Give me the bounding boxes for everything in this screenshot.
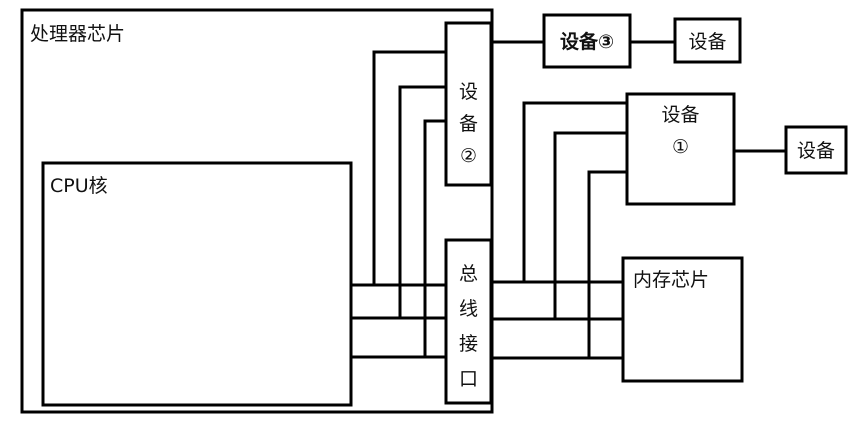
cpu-core-label: CPU核 <box>50 175 108 197</box>
device2-label-3: ② <box>460 145 477 167</box>
device1-bus-links <box>522 101 627 358</box>
device2-bus-links <box>372 50 446 357</box>
bus-interface-label-1: 总 <box>459 263 478 285</box>
device-leaf-b-label: 设备 <box>797 140 835 162</box>
device2-box <box>444 21 493 187</box>
memory-chip-label: 内存芯片 <box>633 269 709 291</box>
processor-chip-label: 处理器芯片 <box>30 23 125 45</box>
device-leaf-b-box <box>784 125 848 175</box>
cpu-core-box <box>41 161 353 407</box>
device3-label: 设备③ <box>560 30 614 53</box>
bus-interface-label-2: 线 <box>459 298 478 320</box>
device2-label-2: 备 <box>459 113 478 135</box>
device2-label-1: 设 <box>459 81 478 103</box>
device1-label-1: 设备 <box>661 104 699 126</box>
device3-box <box>542 13 632 69</box>
device1-label-2: ① <box>672 136 689 158</box>
device-leaf-a-label: 设备 <box>688 31 726 53</box>
device-leaf-a-box <box>673 17 742 64</box>
bus-interface-label-4: 口 <box>459 368 478 390</box>
bus-interface-label-3: 接 <box>459 333 478 355</box>
bus-interface-box <box>444 238 493 405</box>
bus-memory-links <box>491 280 623 360</box>
memory-chip-box <box>621 256 744 383</box>
device1-box <box>625 92 736 206</box>
